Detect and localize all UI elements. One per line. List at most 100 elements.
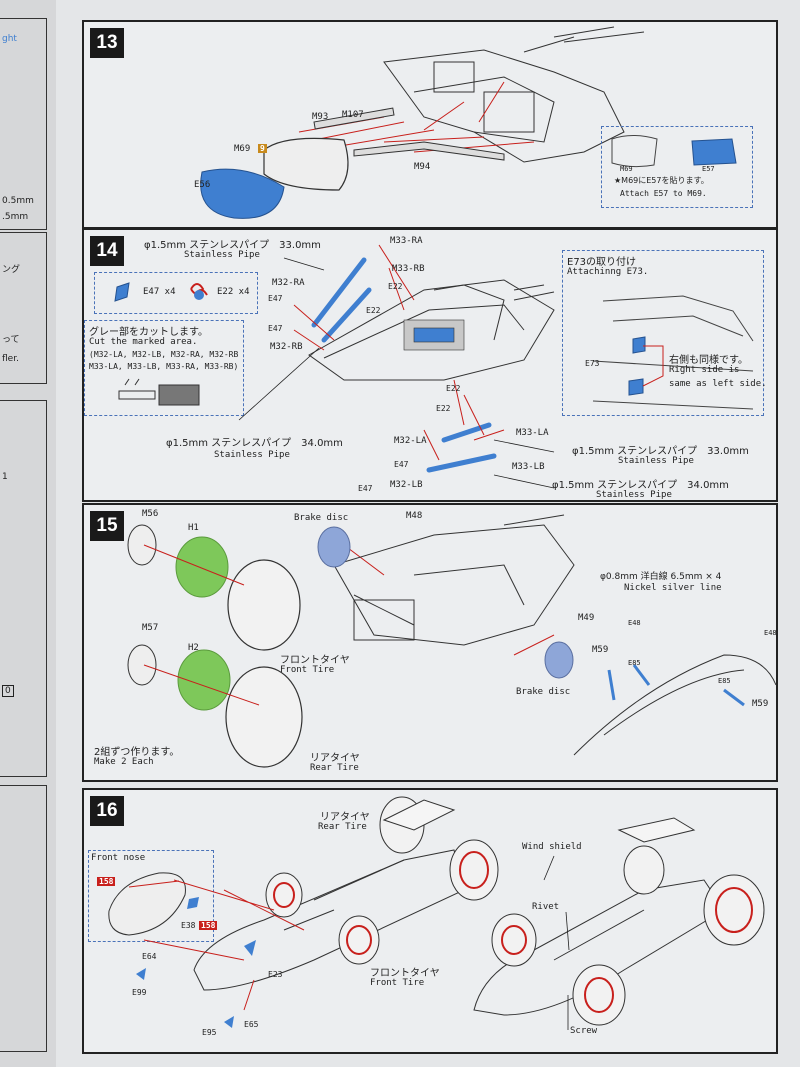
note-attach-e57: M69 E57 ★M69にE57を貼ります。 Attach E57 to M69… [601, 126, 753, 208]
adjacent-fragment: fler. [2, 354, 19, 364]
part-label-e47: E47 [268, 294, 283, 303]
pipe-label-top-en: Stainless Pipe [184, 250, 260, 260]
e73-attach-box: E73の取り付け Attachinng E73. E73 右側も同様です。 Ri… [562, 250, 767, 416]
part-label-h2: H2 [188, 643, 199, 653]
part-label-e85: E85 [718, 677, 731, 685]
part-label-h1: H1 [188, 523, 199, 533]
tires [225, 559, 303, 768]
part-label-m48: M48 [406, 511, 423, 521]
part-label-e47: E47 [394, 460, 409, 469]
adjacent-box-3 [0, 400, 47, 777]
part-tag-m69: 9 [258, 144, 267, 153]
note-text-jp: ★M69にE57を貼ります。 [614, 176, 709, 185]
pipe-label-top-jp: φ1.5mm ステンレスパイプ 33.0mm [144, 240, 321, 251]
adjacent-box-2 [0, 232, 47, 384]
front-tire-label-jp: フロントタイヤ [280, 655, 350, 666]
red-guide-lines [143, 879, 305, 1011]
step-13-drawing [200, 26, 645, 219]
part-label-m59: M59 [592, 645, 609, 655]
part-label-e64: E64 [142, 952, 157, 961]
m94-arm [353, 141, 505, 161]
step-number: 13 [90, 28, 124, 58]
adjacent-fragment: って [2, 335, 20, 345]
adjacent-fragment: .5mm [2, 212, 29, 222]
adjacent-box-4 [0, 785, 47, 1052]
e73-title-jp: E73の取り付け [567, 257, 637, 268]
stainless-pipes [311, 257, 497, 473]
nickel-line-en: Nickel silver line [624, 583, 722, 593]
part-label-m33rb: M33-RB [392, 264, 425, 274]
part-label-e22: E22 [446, 384, 461, 393]
leader-lines [238, 257, 555, 489]
part-label-m107: M107 [342, 110, 364, 120]
part-label-e48: E48 [764, 629, 777, 637]
part-label-m56: M56 [142, 509, 159, 519]
nickel-line-jp: φ0.8mm 洋白線 6.5mm × 4 [600, 572, 722, 582]
step-15-panel: 15 [82, 503, 778, 782]
part-label-e85: E85 [628, 659, 641, 667]
adjacent-box-1 [0, 18, 47, 230]
step-number: 15 [90, 511, 124, 541]
car-left-rims [273, 851, 489, 955]
part-label-e99: E99 [132, 988, 147, 997]
pipe-label-bottom-left-en: Stainless Pipe [214, 450, 290, 460]
part-label-m69: M69 [234, 144, 251, 154]
pipe-label-right-1-jp: φ1.5mm ステンレスパイプ 33.0mm [572, 446, 749, 457]
part-label-m57: M57 [142, 623, 159, 633]
rivet-label: Rivet [532, 902, 560, 912]
brake-disc-label-top: Brake disc [294, 513, 349, 523]
adjacent-fragment: 0 [2, 685, 14, 697]
chassis-rear-frame [383, 26, 645, 163]
step-16-panel: 16 Front nose 158 E38 158 [82, 788, 778, 1054]
rear-tire-label-jp: リアタイヤ [320, 812, 370, 823]
e57-sketch [611, 135, 737, 168]
brake-discs [317, 526, 574, 679]
part-label-e56: E56 [194, 180, 211, 190]
screw-label: Screw [570, 1026, 598, 1036]
step-15-drawing [127, 514, 777, 768]
e73-sketch [592, 295, 754, 410]
step-14-panel: 14 φ1.5mm ステンレスパイプ 33.0mm Stainless Pipe… [82, 228, 778, 502]
note-label-e57: E57 [702, 165, 715, 173]
car-right-wheels [491, 845, 765, 1026]
cut-text-jp: グレー部をカットします。 [89, 327, 208, 338]
part-label-m32lb: M32-LB [390, 480, 423, 490]
make-two-en: Make 2 Each [94, 757, 154, 767]
part-label-m33lb: M33-LB [512, 462, 545, 472]
pipe-label-bottom-left-jp: φ1.5mm ステンレスパイプ 34.0mm [166, 438, 343, 449]
part-label-e47: E47 [358, 484, 373, 493]
rear-tire-label-en: Rear Tire [310, 763, 359, 773]
small-blue-parts [136, 940, 256, 1028]
red-guide-lines [143, 544, 555, 706]
note-text-en: Attach E57 to M69. [620, 189, 707, 198]
part-label-m33la: M33-LA [516, 428, 549, 438]
part-label-m93: M93 [312, 112, 329, 122]
front-nose-sketch [108, 872, 199, 936]
pipe-label-right-1-en: Stainless Pipe [618, 456, 694, 466]
adjacent-fragment: 0.5mm [2, 196, 34, 206]
part-label-m32rb: M32-RB [270, 342, 303, 352]
part-label-e48: E48 [628, 619, 641, 627]
make-two-jp: 2組ずつ作ります。 [94, 747, 180, 758]
front-tire-label-jp: フロントタイヤ [370, 968, 440, 979]
cut-instruction-box: グレー部をカットします。 Cut the marked area. (M32-L… [84, 320, 244, 416]
e73-title-en: Attachinng E73. [567, 267, 649, 277]
part-label-e95: E95 [202, 1028, 217, 1037]
e22-qty: E22 x4 [217, 287, 250, 297]
chassis-sketch [333, 514, 575, 646]
wing [382, 799, 696, 843]
note-label-m69: M69 [620, 165, 633, 173]
part-label-e47: E47 [268, 324, 283, 333]
red-guide-lines [293, 244, 505, 461]
chassis-frame [308, 279, 555, 381]
part-label-e23: E23 [268, 970, 283, 979]
step-number: 16 [90, 796, 124, 826]
leader-lines [543, 855, 570, 1030]
part-label-e65: E65 [244, 1020, 259, 1029]
e47-qty: E47 x4 [143, 287, 176, 297]
front-wheel-rims [127, 524, 157, 686]
adjacent-fragment: ング [2, 265, 21, 275]
brake-disc-label-bottom: Brake disc [516, 687, 571, 697]
engine-detail [403, 319, 465, 351]
decal-tag-158: 158 [199, 921, 218, 930]
